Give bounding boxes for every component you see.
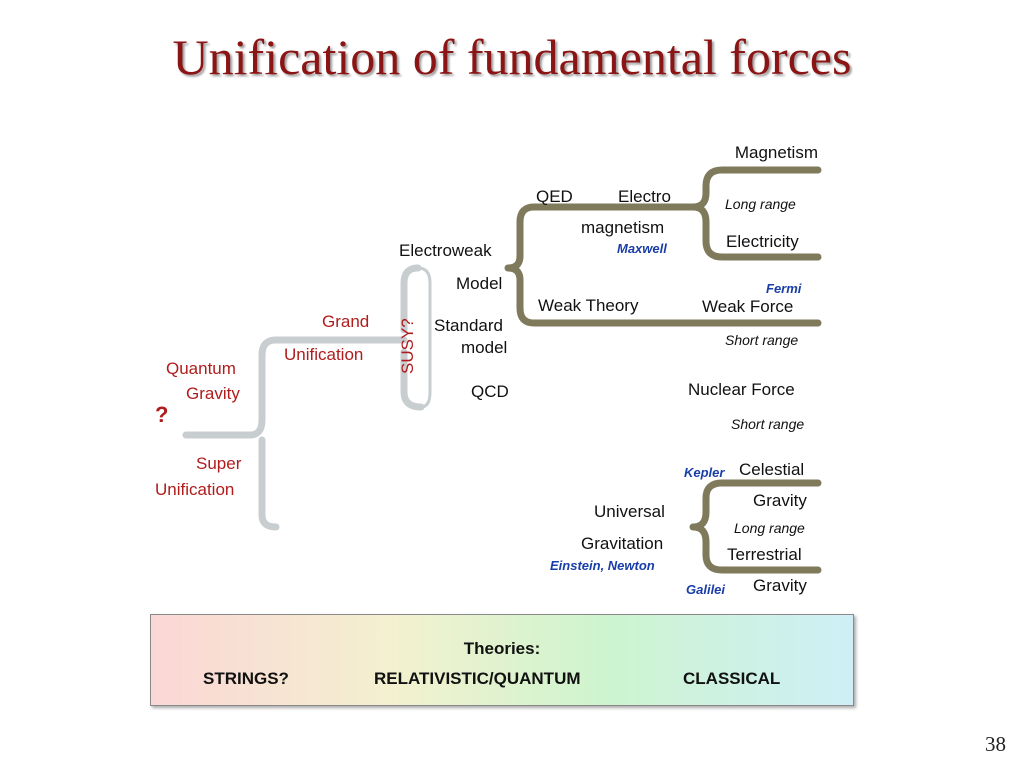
theories-box: Theories: STRINGS? RELATIVISTIC/QUANTUM … <box>150 614 854 706</box>
label-maxwell: Maxwell <box>617 241 667 256</box>
theories-heading: Theories: <box>463 639 541 658</box>
label-quantum: Quantum <box>166 359 236 378</box>
label-weak-force: Weak Force <box>702 297 794 316</box>
magnetism-branch <box>702 166 822 197</box>
slide-title: Unification of fundamental forces <box>172 29 852 85</box>
label-electro: Electro <box>618 187 671 206</box>
label-magnetism-2: magnetism <box>581 218 665 237</box>
susy-upper <box>400 264 422 334</box>
label-magnetism: Magnetism <box>734 143 818 162</box>
theory-relativistic-quantum: RELATIVISTIC/QUANTUM <box>374 669 581 688</box>
label-gravity-celestial: Gravity <box>753 491 807 510</box>
label-fermi: Fermi <box>766 281 802 296</box>
label-question-mark: ? <box>155 402 169 427</box>
label-long-range-em: Long range <box>725 196 796 212</box>
label-standard: Standard <box>434 316 503 335</box>
label-grand: Grand <box>322 312 370 331</box>
label-model-2: model <box>461 338 508 357</box>
label-weak-theory: Weak Theory <box>538 296 639 315</box>
label-galilei: Galilei <box>686 582 726 597</box>
label-unification-2: Unification <box>155 480 235 499</box>
label-einstein-newton: Einstein, Newton <box>550 558 655 573</box>
label-long-range-gravity: Long range <box>734 520 805 536</box>
label-electricity: Electricity <box>726 232 799 251</box>
label-nuclear-force: Nuclear Force <box>688 380 795 399</box>
susy-inner <box>416 266 432 409</box>
label-short-range-weak: Short range <box>725 332 799 348</box>
qed-line <box>516 203 697 260</box>
label-qcd: QCD <box>471 382 509 401</box>
label-gravity-terrestrial: Gravity <box>753 576 807 595</box>
label-kepler: Kepler <box>684 465 725 480</box>
label-model: Model <box>456 274 503 293</box>
label-gravitation: Gravitation <box>581 534 664 553</box>
theory-classical: CLASSICAL <box>683 669 781 688</box>
label-universal: Universal <box>594 502 665 521</box>
terrestrial-branch <box>702 538 822 574</box>
super-unification-branch <box>258 436 280 531</box>
label-qed: QED <box>536 187 573 206</box>
gravity-joint <box>689 508 710 546</box>
celestial-branch <box>702 479 822 516</box>
label-short-range-nuclear: Short range <box>731 416 805 432</box>
label-susy: SUSY? <box>398 318 417 374</box>
label-unification: Unification <box>284 345 364 364</box>
weak-line <box>516 276 822 327</box>
theory-strings: STRINGS? <box>203 669 289 688</box>
label-electroweak: Electroweak <box>399 241 492 260</box>
page-number: 38 <box>985 732 1006 756</box>
quantum-gravity-connector <box>182 416 266 439</box>
label-celestial: Celestial <box>739 460 805 479</box>
label-gravity-quantum: Gravity <box>186 384 240 403</box>
grand-unification-branch <box>258 336 408 424</box>
label-terrestrial: Terrestrial <box>727 545 802 564</box>
label-super: Super <box>196 454 242 473</box>
electricity-branch <box>702 218 822 261</box>
